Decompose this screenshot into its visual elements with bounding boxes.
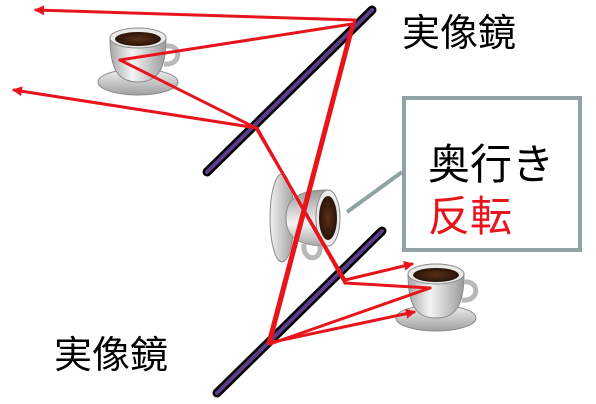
callout-box: 奥行き 反転 [402, 96, 582, 252]
bottom-mirror [212, 226, 387, 398]
callout-depth-label: 奥行き [428, 140, 555, 189]
ray [268, 286, 432, 346]
bottom-mirror-label: 実像鏡 [54, 333, 169, 377]
ray [118, 58, 258, 130]
callout-pointer [345, 170, 404, 214]
ray [343, 260, 414, 282]
ray [343, 281, 432, 290]
ray [266, 308, 416, 345]
ray [34, 5, 357, 22]
coffee-cup-icon [97, 27, 181, 96]
ray [266, 22, 354, 345]
top-mirror-label: 実像鏡 [402, 11, 517, 55]
ray [12, 86, 259, 130]
light-rays [12, 5, 432, 346]
ray [118, 22, 354, 62]
coffee-cup-icon [269, 173, 341, 263]
top-mirror [202, 5, 377, 177]
ray [268, 18, 357, 346]
ray [254, 126, 347, 282]
callout-invert-label: 反転 [428, 192, 513, 241]
coffee-cup-icon [395, 263, 479, 332]
